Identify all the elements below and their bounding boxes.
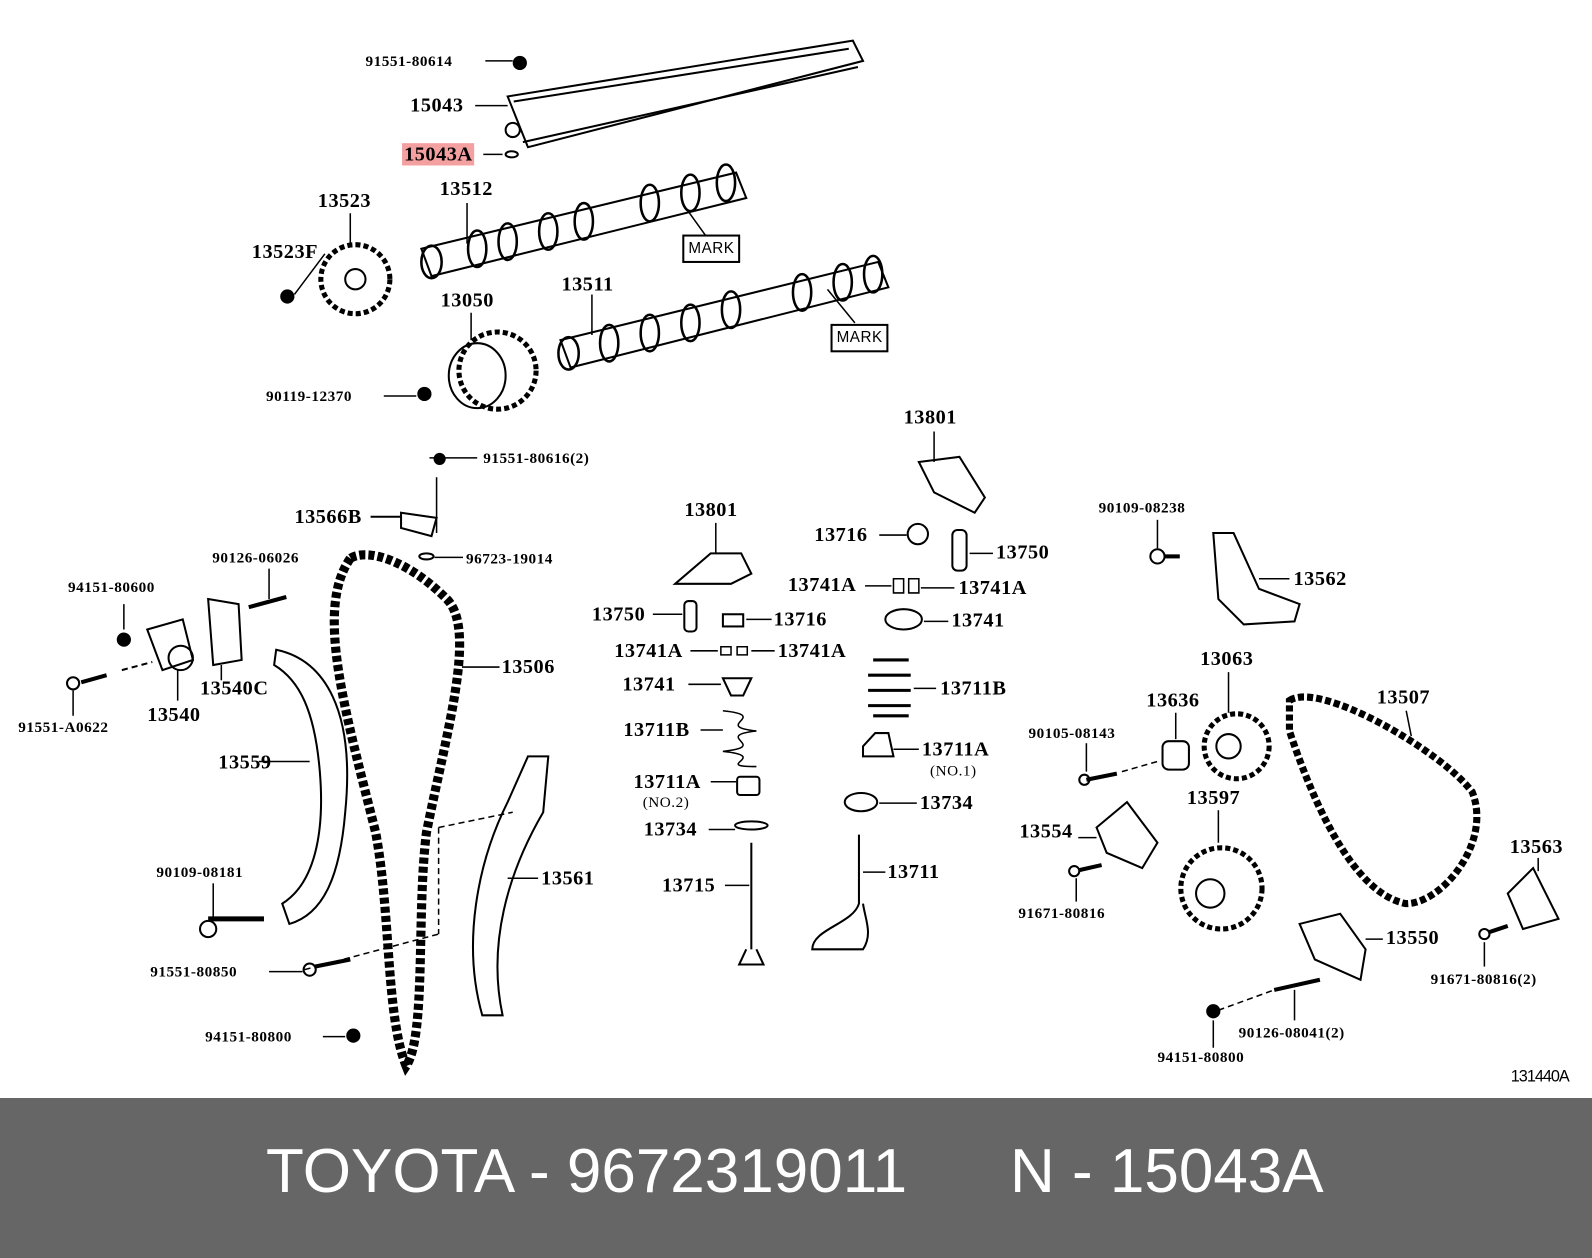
- part-label[interactable]: 13507: [1376, 686, 1431, 709]
- part-label[interactable]: 90109-08181: [156, 865, 244, 882]
- part-label[interactable]: 94151-80800: [1157, 1049, 1245, 1067]
- part-label[interactable]: 13506: [501, 655, 555, 679]
- gasket-15043: [506, 39, 865, 149]
- part-label[interactable]: 13511: [561, 273, 614, 296]
- part-label[interactable]: 94151-80600: [68, 579, 155, 596]
- part-label[interactable]: 91671-80816(2): [1430, 971, 1537, 988]
- part-label[interactable]: 13711A: [921, 738, 990, 761]
- mark-label: MARK: [682, 234, 741, 263]
- part-label[interactable]: 13566B: [294, 505, 362, 528]
- part-label[interactable]: 13554: [1019, 820, 1073, 843]
- part-label[interactable]: 90109-08238: [1098, 500, 1186, 517]
- part-label[interactable]: 13711B: [940, 677, 1007, 700]
- diagram-reference: 131440A: [1510, 1068, 1570, 1086]
- part-label[interactable]: 13711A: [633, 770, 701, 793]
- part-label[interactable]: 13715: [661, 874, 716, 897]
- part-label[interactable]: 13801: [903, 406, 957, 429]
- part-label[interactable]: 13540: [147, 703, 201, 726]
- part-label[interactable]: 13559: [218, 751, 272, 774]
- part-label[interactable]: 13741A: [958, 576, 1027, 600]
- part-label[interactable]: 13734: [919, 791, 974, 815]
- part-note: (NO.2): [642, 794, 690, 812]
- part-label[interactable]: 13711: [887, 860, 940, 884]
- part-label[interactable]: 91551-80614: [365, 53, 453, 71]
- part-label[interactable]: 13562: [1293, 567, 1347, 590]
- footer-bar: TOYOTA - 9672319011 N - 15043A: [0, 1098, 1592, 1258]
- part-label[interactable]: 13750: [591, 603, 646, 626]
- part-label[interactable]: 13523F: [251, 240, 319, 263]
- mark-label: MARK: [830, 323, 889, 353]
- part-label[interactable]: 91551-80616(2): [483, 450, 590, 468]
- reference-number: N - 15043A: [1010, 1137, 1324, 1206]
- part-label[interactable]: 13597: [1186, 786, 1241, 810]
- part-label-highlighted[interactable]: 15043A: [402, 143, 475, 166]
- part-label[interactable]: 91551-80850: [150, 964, 238, 981]
- part-label[interactable]: 13716: [773, 608, 827, 631]
- part-label[interactable]: 90105-08143: [1028, 725, 1116, 743]
- part-label[interactable]: 90126-08041(2): [1238, 1025, 1345, 1042]
- part-label[interactable]: 13550: [1385, 926, 1440, 950]
- part-label[interactable]: 13540C: [200, 677, 269, 700]
- part-label[interactable]: 13750: [996, 541, 1050, 564]
- diagram-drawing: [65, 39, 1560, 1076]
- part-label[interactable]: 94151-80800: [205, 1029, 292, 1046]
- part-label[interactable]: 13741: [951, 609, 1005, 632]
- part-label[interactable]: 13050: [440, 289, 494, 312]
- part-label[interactable]: 13523: [317, 189, 372, 213]
- part-label[interactable]: 13716: [814, 523, 868, 547]
- brand-part-number: TOYOTA - 9672319011: [266, 1137, 908, 1206]
- parts-diagram: 91551-80614 15043 15043A 13512 13523 135…: [18, 39, 1570, 1086]
- part-label[interactable]: 13734: [643, 818, 698, 841]
- part-label[interactable]: 13801: [684, 498, 738, 521]
- part-label[interactable]: 90126-06026: [212, 550, 300, 567]
- part-label[interactable]: 13063: [1200, 647, 1254, 671]
- part-label[interactable]: 13741A: [787, 573, 857, 596]
- part-label[interactable]: 13636: [1146, 689, 1200, 712]
- part-label[interactable]: 13741A: [614, 639, 683, 662]
- part-label[interactable]: 13711B: [623, 718, 690, 742]
- part-label[interactable]: 15043: [410, 94, 464, 117]
- part-label[interactable]: 91551-A0622: [18, 719, 109, 737]
- part-label[interactable]: 90119-12370: [266, 388, 352, 406]
- part-label[interactable]: 13561: [541, 867, 595, 890]
- part-label[interactable]: 13512: [439, 177, 493, 201]
- part-note: (NO.1): [930, 763, 977, 780]
- part-label[interactable]: 13741A: [777, 639, 847, 662]
- part-label[interactable]: 91671-80816: [1018, 905, 1106, 922]
- part-label[interactable]: 96723-19014: [466, 551, 553, 568]
- part-label[interactable]: 13563: [1509, 835, 1564, 858]
- part-label[interactable]: 13741: [622, 673, 676, 696]
